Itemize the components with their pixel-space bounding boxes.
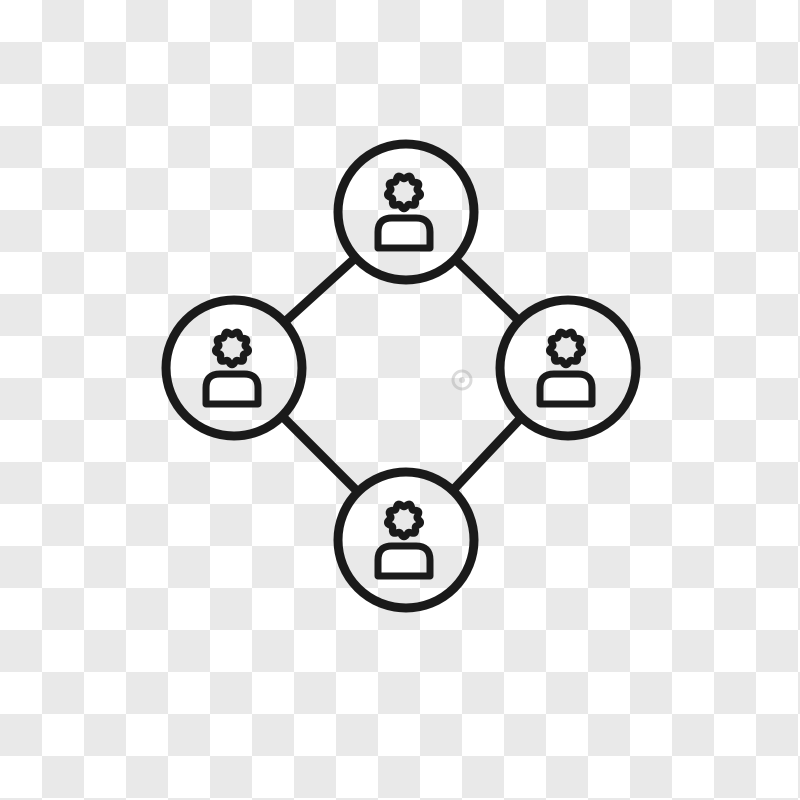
person-icon [374,172,434,252]
user-node-right [495,295,641,441]
connection-line-left-bottom [277,411,363,497]
connection-lines [277,253,526,497]
network-nodes [161,139,641,613]
person-body [536,370,596,408]
person-body [374,542,434,580]
dreamstime-watermark [451,369,473,391]
person-body [374,214,434,252]
person-head [384,172,424,213]
node-circle [495,295,641,441]
user-node-top [333,139,479,285]
person-body [202,370,262,408]
person-head [384,500,424,541]
node-circle [161,295,307,441]
connection-line-right-bottom [448,413,526,495]
node-circle [333,467,479,613]
user-node-left [161,295,307,441]
person-head [212,328,252,369]
person-head [546,328,586,369]
person-icon [202,328,262,408]
node-circle [333,139,479,285]
connection-line-top-left [279,253,361,327]
person-icon [374,500,434,580]
person-icon [536,328,596,408]
connection-line-top-right [450,254,524,326]
user-node-bottom [333,467,479,613]
